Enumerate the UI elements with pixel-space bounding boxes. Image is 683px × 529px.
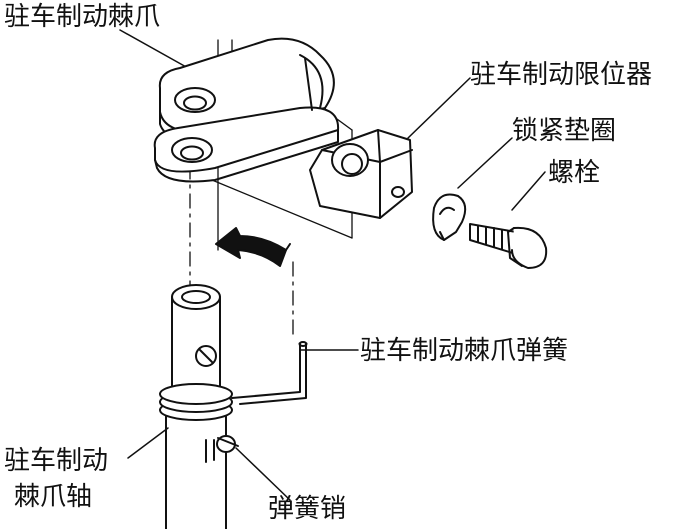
pawl-spring [231, 341, 308, 405]
leader-lines [119, 29, 546, 501]
label-bolt: 螺栓 [548, 158, 601, 188]
label-lock-washer: 锁紧垫圈 [512, 116, 617, 146]
label-parking-pawl: 驻车制动棘爪 [4, 2, 161, 32]
label-pawl-shaft-line2: 棘爪轴 [14, 482, 93, 512]
label-pawl-shaft-line1: 驻车制动 [4, 446, 109, 476]
bolt [469, 223, 548, 269]
spring-pin [205, 435, 239, 463]
parking-limiter [309, 129, 413, 219]
lock-washer [432, 193, 467, 241]
pawl-shaft [159, 284, 233, 529]
parking-pawl [153, 37, 340, 183]
label-spring-pin: 弹簧销 [268, 494, 347, 524]
label-parking-limiter: 驻车制动限位器 [470, 60, 653, 90]
rotation-arrow [215, 227, 291, 267]
label-pawl-spring: 驻车制动棘爪弹簧 [360, 336, 569, 366]
